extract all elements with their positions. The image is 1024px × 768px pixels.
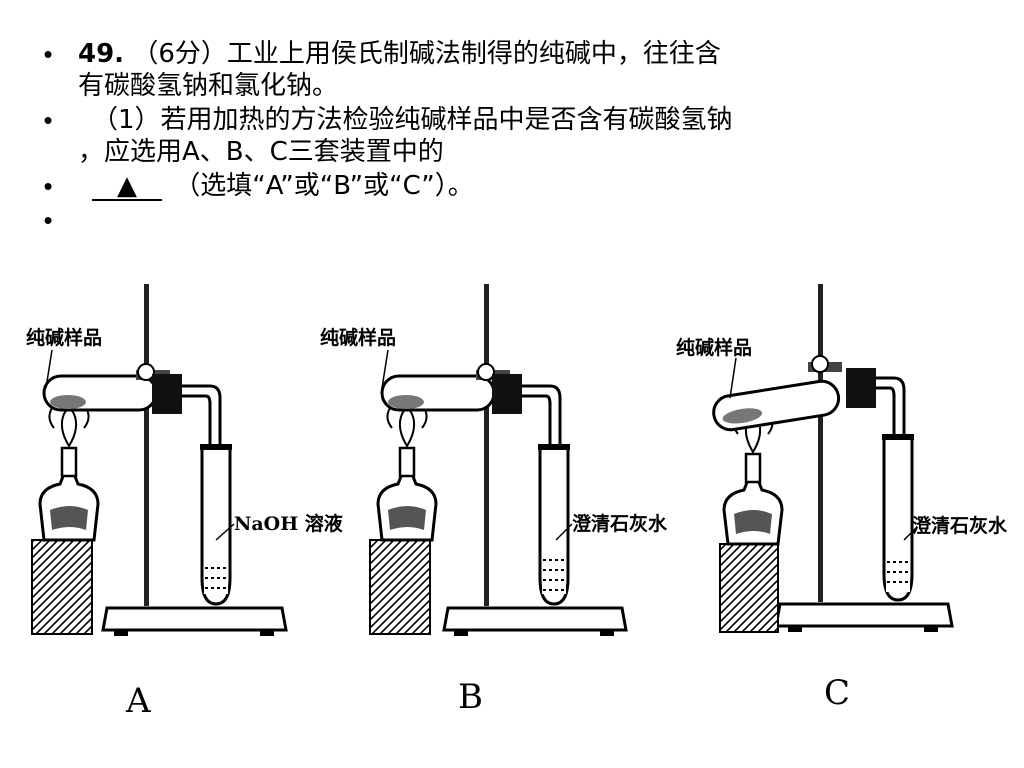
- bullet-icon: •: [43, 205, 53, 235]
- sample-label-a: 纯碱样品: [26, 326, 102, 349]
- solution-label-c: 澄清石灰水: [912, 514, 1008, 537]
- sample-label-b: 纯碱样品: [320, 326, 396, 349]
- apparatus-b: 纯碱样品 澄清石灰水 B: [320, 284, 668, 717]
- apparatus-c: 纯碱样品 澄清石灰水 C: [676, 284, 1008, 713]
- sub-question-1-text: （1）若用加热的方法检验纯碱样品中是否含有碳酸氢钠: [92, 105, 733, 135]
- apparatus-label-a: A: [125, 681, 151, 718]
- apparatus-figure: 纯碱样品 NaOH 溶液 A 纯碱样品 澄清石灰水 B: [24, 278, 1024, 718]
- apparatus-label-b: B: [458, 677, 483, 717]
- bullet-icon: •: [43, 105, 53, 135]
- sample-label-c: 纯碱样品: [676, 336, 752, 359]
- question-number: 49.: [78, 39, 125, 69]
- question-intro-cont: 有碳酸氢钠和氯化钠。: [78, 71, 339, 101]
- question-stem: • 49. （6分）工业上用侯氏制碱法制得的纯碱中，往往含 有碳酸氢钠和氯化钠。: [38, 38, 998, 102]
- apparatus-a: 纯碱样品 NaOH 溶液 A: [26, 284, 344, 718]
- question-intro: （6分）工业上用侯氏制碱法制得的纯碱中，往往含: [132, 39, 721, 69]
- bullet-icon: •: [43, 171, 53, 201]
- sub-question-1-text-cont: ，应选用A、B、C三套装置中的: [78, 137, 444, 167]
- solution-label-b: 澄清石灰水: [572, 512, 668, 535]
- empty-bullet: •: [38, 204, 998, 236]
- sub-question-1: • （1）若用加热的方法检验纯碱样品中是否含有碳酸氢钠 ，应选用A、B、C三套装…: [38, 104, 998, 168]
- apparatus-label-c: C: [824, 673, 850, 713]
- bullet-icon: •: [43, 39, 53, 69]
- answer-line: • ▲ （选填“A”或“B”或“C”）。: [38, 170, 998, 202]
- answer-options: （选填“A”或“B”或“C”）。: [174, 171, 474, 201]
- answer-blank[interactable]: ▲: [92, 173, 162, 201]
- solution-label-a: NaOH 溶液: [234, 512, 344, 535]
- question-text: • 49. （6分）工业上用侯氏制碱法制得的纯碱中，往往含 有碳酸氢钠和氯化钠。…: [38, 38, 998, 236]
